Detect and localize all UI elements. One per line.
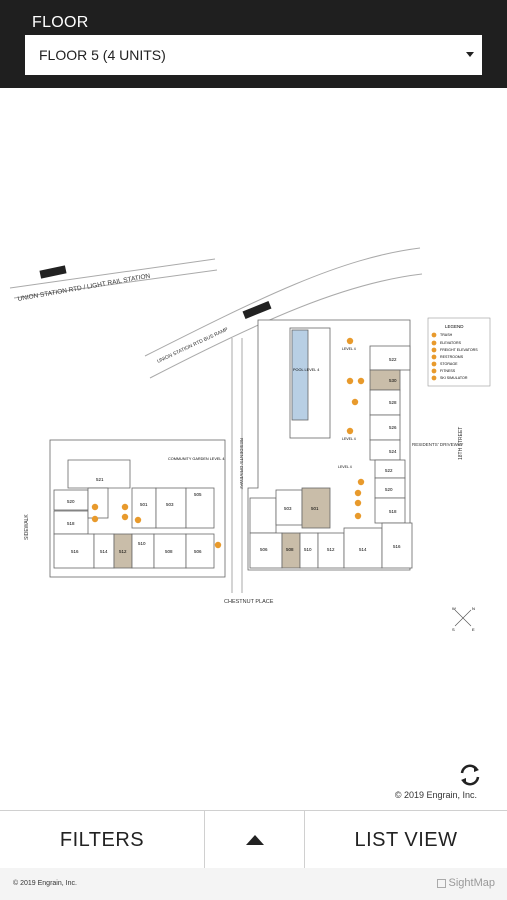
unit-label: 510 xyxy=(138,541,146,546)
floor-select[interactable]: FLOOR 5 (4 UNITS) xyxy=(25,35,482,75)
street-label-driveway-left: RESIDENTS' DRIVEWAY xyxy=(239,438,244,489)
level-label: LEVEL 4 xyxy=(342,347,356,351)
legend-box xyxy=(427,317,491,387)
level-label: LEVEL 4 xyxy=(342,437,356,441)
level-label: LEVEL 4 xyxy=(338,465,352,469)
legend-item: FREIGHT ELEVATORS xyxy=(440,348,478,352)
unit-label: 516 xyxy=(71,549,79,554)
floor-label: FLOOR xyxy=(32,14,89,31)
street-label-18th: 18TH STREET xyxy=(458,427,464,460)
community-garden-label: COMMUNITY GARDEN LEVEL 4 xyxy=(168,457,225,461)
unit-label: 501 xyxy=(140,502,148,507)
unit-label: 505 xyxy=(194,492,202,497)
floor-header: FLOOR FLOOR 5 (4 UNITS) xyxy=(0,0,507,88)
compass-s: S xyxy=(452,627,455,632)
unit-label: 530 xyxy=(389,378,397,383)
left-building xyxy=(49,439,226,578)
legend-title: LEGEND xyxy=(445,324,464,329)
unit-label: 524 xyxy=(389,449,397,454)
unit-label: 506 xyxy=(260,547,268,552)
sightmap-brand-link[interactable]: SightMap xyxy=(436,877,495,889)
expand-panel-button[interactable] xyxy=(205,811,305,869)
compass-e: E xyxy=(472,627,475,632)
floor-plan-svg: UNION STATION RTD / LIGHT RAIL STATION U… xyxy=(9,247,491,632)
unit-label: 514 xyxy=(359,547,367,552)
bus-icon xyxy=(242,301,272,319)
map-copyright: © 2019 Engrain, Inc. xyxy=(394,790,477,800)
unit-label: 520 xyxy=(67,499,75,504)
unit-label: 518 xyxy=(389,509,397,514)
unit-label: 528 xyxy=(389,400,397,405)
list-view-button[interactable]: LIST VIEW xyxy=(354,828,458,851)
unit-label: 508 xyxy=(165,549,173,554)
light-rail-icon xyxy=(39,265,67,279)
unit-label: 503 xyxy=(166,502,174,507)
unit-label: 516 xyxy=(393,544,401,549)
chevron-down-icon xyxy=(466,52,474,57)
sightmap-logo-icon xyxy=(436,878,446,888)
street-label-sidewalk: SIDEWALK xyxy=(24,514,30,540)
unit-label: 518 xyxy=(67,521,75,526)
legend-item: ELEVATORS xyxy=(440,341,462,345)
unit-label: 514 xyxy=(100,549,108,554)
refresh-icon xyxy=(460,764,480,786)
legend-markers xyxy=(431,332,437,381)
caret-up-icon xyxy=(245,835,264,845)
pool-label: POOL LEVEL 4 xyxy=(293,368,319,372)
street-line xyxy=(149,273,423,379)
compass-icon xyxy=(454,609,472,627)
sightmap-brand-label: SightMap xyxy=(448,877,495,889)
unit-label: 526 xyxy=(389,425,397,430)
street-line xyxy=(9,258,216,289)
right-building xyxy=(247,319,413,571)
compass-w: W xyxy=(452,606,456,611)
street-label-driveway-right: RESIDENTS' DRIVEWAY xyxy=(412,442,463,447)
legend-item: RESTROOMS xyxy=(440,355,464,359)
compass-n: N xyxy=(472,606,475,611)
bottom-toolbar: FILTERS LIST VIEW xyxy=(0,810,507,870)
floor-select-value: FLOOR 5 (4 UNITS) xyxy=(39,47,166,63)
unit-label: 501 xyxy=(311,506,319,511)
legend-item: STORAGE xyxy=(440,362,458,366)
footer-copyright: © 2019 Engrain, Inc. xyxy=(13,880,77,887)
street-line xyxy=(13,269,218,299)
unit-label: 522 xyxy=(389,357,397,362)
unit-label: 520 xyxy=(385,487,393,492)
legend-item: FITNESS xyxy=(440,369,456,373)
legend-item: TRASH xyxy=(440,333,453,337)
unit-label: 521 xyxy=(96,477,104,482)
unit-label: 503 xyxy=(284,506,292,511)
street-label-chestnut: CHESTNUT PLACE xyxy=(224,599,274,605)
street-line xyxy=(144,247,421,357)
unit-label: 522 xyxy=(385,468,393,473)
unit-label: 510 xyxy=(304,547,312,552)
amenity-markers xyxy=(91,337,365,549)
floor-plan-map[interactable]: UNION STATION RTD / LIGHT RAIL STATION U… xyxy=(0,88,507,808)
unit-label: 512 xyxy=(327,547,335,552)
unit-label: 508 xyxy=(286,547,294,552)
unit-label: 506 xyxy=(194,549,202,554)
filters-button[interactable]: FILTERS xyxy=(0,811,205,869)
footer: © 2019 Engrain, Inc. SightMap xyxy=(0,868,507,900)
legend-item: SKI SIMULATOR xyxy=(440,376,468,380)
reset-view-button[interactable] xyxy=(455,760,485,790)
unit-label: 512 xyxy=(119,549,127,554)
